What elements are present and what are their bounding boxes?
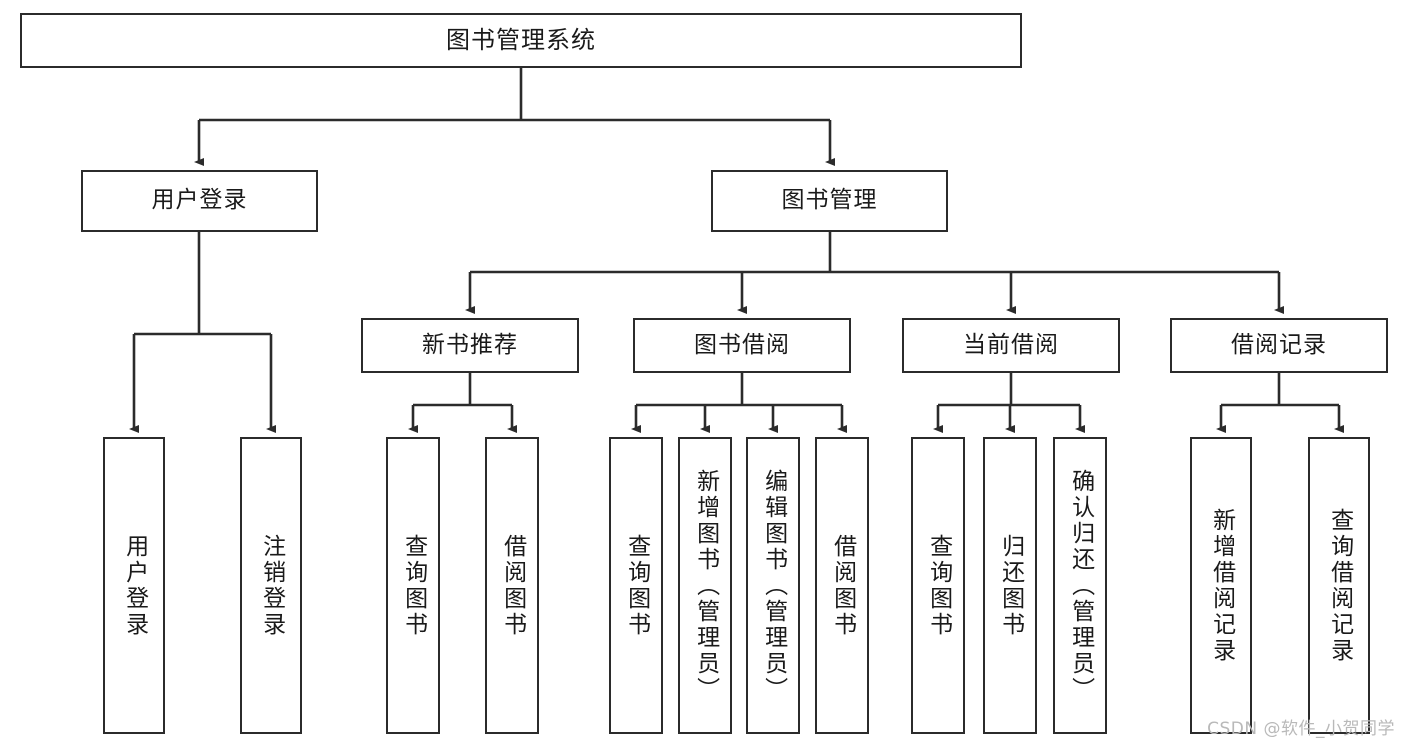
node-book-management[interactable]: 图书管理 bbox=[711, 170, 948, 232]
node-leaf-query-books-borrow[interactable]: 查询图书 bbox=[609, 437, 663, 734]
node-leaf-label: 确认归还（管理员） bbox=[1067, 468, 1094, 703]
node-user-login-label: 用户登录 bbox=[151, 187, 248, 214]
node-current-borrowing-label: 当前借阅 bbox=[963, 331, 1059, 358]
node-leaf-label: 注销登录 bbox=[258, 533, 285, 638]
node-current-borrowing[interactable]: 当前借阅 bbox=[902, 318, 1120, 373]
node-new-book-recommendation[interactable]: 新书推荐 bbox=[361, 318, 579, 373]
node-book-borrowing[interactable]: 图书借阅 bbox=[633, 318, 851, 373]
node-root-book-management-system[interactable]: 图书管理系统 bbox=[20, 13, 1022, 68]
node-book-borrowing-label: 图书借阅 bbox=[694, 331, 790, 358]
node-leaf-label: 借阅图书 bbox=[829, 533, 856, 638]
node-book-management-label: 图书管理 bbox=[781, 187, 878, 214]
node-root-label: 图书管理系统 bbox=[446, 26, 596, 55]
node-leaf-label: 归还图书 bbox=[997, 533, 1024, 638]
node-leaf-query-books-new[interactable]: 查询图书 bbox=[386, 437, 440, 734]
node-new-book-recommendation-label: 新书推荐 bbox=[422, 331, 518, 358]
node-leaf-label: 用户登录 bbox=[121, 533, 148, 638]
node-leaf-label: 借阅图书 bbox=[499, 533, 526, 638]
node-leaf-return-books[interactable]: 归还图书 bbox=[983, 437, 1037, 734]
node-leaf-query-borrow-record[interactable]: 查询借阅记录 bbox=[1308, 437, 1370, 734]
node-leaf-label: 查询图书 bbox=[400, 533, 427, 638]
node-leaf-edit-book-admin[interactable]: 编辑图书（管理员） bbox=[746, 437, 800, 734]
node-borrowing-records[interactable]: 借阅记录 bbox=[1170, 318, 1388, 373]
node-leaf-label: 编辑图书（管理员） bbox=[760, 468, 787, 703]
node-borrowing-records-label: 借阅记录 bbox=[1231, 331, 1327, 358]
node-leaf-query-books-current[interactable]: 查询图书 bbox=[911, 437, 965, 734]
csdn-watermark: CSDN @软件_小贺同学 bbox=[1207, 719, 1395, 739]
node-leaf-label: 查询图书 bbox=[925, 533, 952, 638]
node-leaf-label: 新增图书（管理员） bbox=[692, 468, 719, 703]
node-leaf-logout[interactable]: 注销登录 bbox=[240, 437, 302, 734]
node-leaf-borrow-books[interactable]: 借阅图书 bbox=[815, 437, 869, 734]
node-leaf-label: 新增借阅记录 bbox=[1208, 507, 1235, 664]
node-leaf-borrow-books-new[interactable]: 借阅图书 bbox=[485, 437, 539, 734]
node-leaf-add-book-admin[interactable]: 新增图书（管理员） bbox=[678, 437, 732, 734]
node-leaf-add-borrow-record[interactable]: 新增借阅记录 bbox=[1190, 437, 1252, 734]
node-leaf-label: 查询图书 bbox=[623, 533, 650, 638]
node-leaf-confirm-return-admin[interactable]: 确认归还（管理员） bbox=[1053, 437, 1107, 734]
node-leaf-user-login[interactable]: 用户登录 bbox=[103, 437, 165, 734]
node-user-login[interactable]: 用户登录 bbox=[81, 170, 318, 232]
node-leaf-label: 查询借阅记录 bbox=[1326, 507, 1353, 664]
